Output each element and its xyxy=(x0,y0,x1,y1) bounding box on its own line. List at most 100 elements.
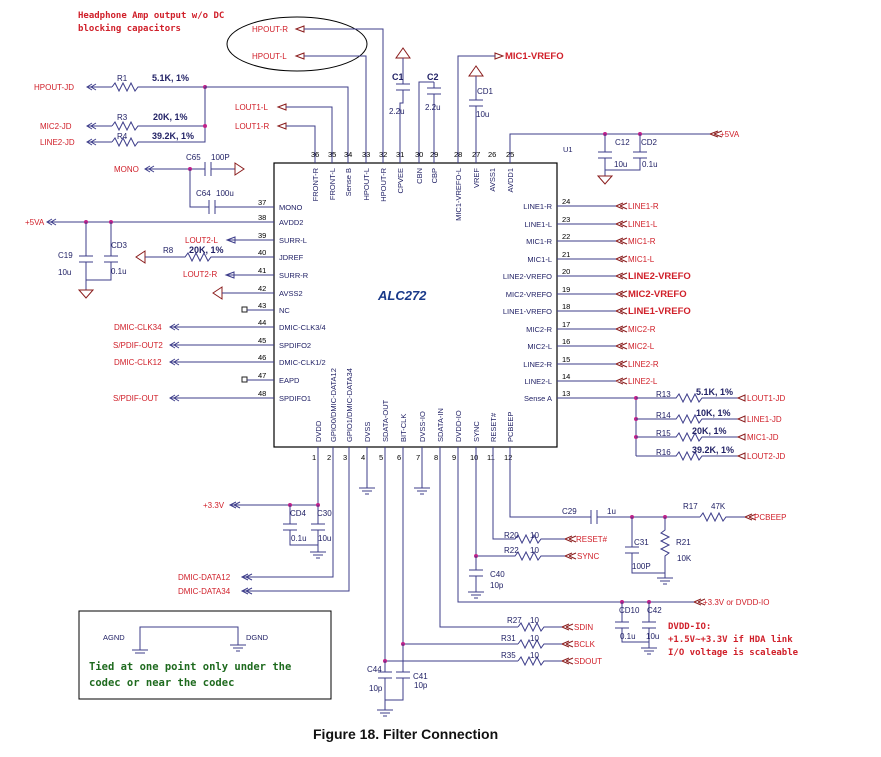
bottom-pin-number: 8 xyxy=(434,453,438,462)
right-pin-name: MIC1-R xyxy=(526,237,552,246)
line1-jd-label: LINE1-JD xyxy=(747,415,782,424)
cd10-cap xyxy=(615,602,649,643)
mic1-vrefo-wire xyxy=(457,55,495,163)
spdif-out-label: S/PDIF-OUT xyxy=(113,394,158,403)
bottom-pin-name: DVSS-IO xyxy=(418,411,427,442)
top-pin-name: HPOUT-L xyxy=(362,168,371,201)
right-pin-number: 22 xyxy=(562,232,570,241)
ground-tie-wire xyxy=(132,626,246,654)
bottom-pin-number: 6 xyxy=(397,453,401,462)
bclk-label: BCLK xyxy=(574,640,596,649)
dvdd-note-line1: DVDD-IO: xyxy=(668,622,711,632)
avdd1-vdd-label: +5VA xyxy=(720,130,740,139)
r22-resistor xyxy=(500,550,565,562)
bottom-pin-name: DVDD xyxy=(314,420,323,442)
right-pin-name: LINE1-L xyxy=(524,220,552,229)
dvdd-io-label: +3.3V or DVDD-IO xyxy=(703,598,769,607)
bottom-pin-name: GPIO1/DMIC-DATA34 xyxy=(345,368,354,442)
bottom-pin-number: 5 xyxy=(379,453,383,462)
left-pins: 37MONO38AVDD239SURR-L40JDREF41SURR-R42AV… xyxy=(258,198,326,403)
left-pin-name: AVSS2 xyxy=(279,289,303,298)
r22-ref: R22 xyxy=(504,546,519,555)
right-pin-name: LINE2-L xyxy=(524,377,552,386)
top-pin-name: FRONT-R xyxy=(311,167,320,201)
r15-value: 20K, 1% xyxy=(692,426,727,436)
bottom-pin-name: PCBEEP xyxy=(506,412,515,442)
r13-ref: R13 xyxy=(656,390,671,399)
bottom-pin-number: 3 xyxy=(343,453,347,462)
top-pin-name: HPOUT-R xyxy=(379,167,388,201)
sync-label: SYNC xyxy=(577,552,599,561)
right-net-label: LINE1-VREFO xyxy=(628,306,691,317)
right-net-arrow xyxy=(615,290,628,298)
right-pin-name: LINE2-VREFO xyxy=(503,272,552,281)
bottom-pin-name: DVDD-IO xyxy=(454,410,463,442)
right-net-label: LINE1-L xyxy=(628,220,658,229)
c31-value: 100P xyxy=(632,562,651,571)
right-pin-name: LINE1-VREFO xyxy=(503,307,552,316)
sense-b-wire xyxy=(205,86,349,163)
hpout-jd-wire xyxy=(86,83,112,91)
c42-value: 10u xyxy=(646,632,659,641)
right-pin-number: 24 xyxy=(562,197,570,206)
left-pin-number: 37 xyxy=(258,198,266,207)
lout1-l-label: LOUT1-L xyxy=(235,103,268,112)
bottom-pin-name: DVSS xyxy=(363,422,372,442)
cd1-wire xyxy=(469,76,483,163)
right-pin-name: Sense A xyxy=(524,394,552,403)
c65-ref: C65 xyxy=(186,153,201,162)
line2-jd-wire xyxy=(86,138,112,146)
vref-power-triangle xyxy=(468,65,484,77)
right-pin-number: 13 xyxy=(562,389,570,398)
c19-ref: C19 xyxy=(58,251,73,260)
bottom-pin-name: SYNC xyxy=(472,421,481,442)
left-pin-name: EAPD xyxy=(279,376,300,385)
right-net-label: LINE2-R xyxy=(628,360,659,369)
reset-wire xyxy=(492,447,565,545)
left-pin-number: 46 xyxy=(258,353,266,362)
left-pin-name: SPDIFO2 xyxy=(279,341,311,350)
r8-value: 20K, 1% xyxy=(189,245,224,255)
c12-wire xyxy=(598,134,612,176)
right-net-label: MIC2-L xyxy=(628,342,655,351)
r17-resistor xyxy=(699,511,745,523)
cd10-ref: CD10 xyxy=(619,606,640,615)
right-net-arrow xyxy=(615,237,628,245)
right-pin-name: MIC1-L xyxy=(527,255,552,264)
spdif-out2-label: S/PDIF-OUT2 xyxy=(113,341,163,350)
hpout-l-wire xyxy=(304,55,367,163)
r3-ref: R3 xyxy=(117,113,128,122)
right-pin-name: MIC2-VREFO xyxy=(506,290,552,299)
left-pin-name: SPDIFO1 xyxy=(279,394,311,403)
hpout-r-arrow xyxy=(294,25,305,33)
r4-resistor xyxy=(111,87,206,148)
figure-caption: Figure 18. Filter Connection xyxy=(313,726,498,742)
r20-value: 10 xyxy=(530,531,539,540)
left-pin-name: JDREF xyxy=(279,253,304,262)
left-pin-number: 45 xyxy=(258,336,266,345)
cd2-wire xyxy=(605,134,647,171)
c1-value: 2.2u xyxy=(389,107,405,116)
c44-ground xyxy=(377,709,393,717)
pcbeep-arrow xyxy=(744,513,757,521)
ground-note-line2: codec or near the codec xyxy=(89,677,234,689)
pcbeep-wire xyxy=(509,447,700,524)
sense-a-wire xyxy=(557,397,637,456)
avdd2-rail xyxy=(46,218,274,226)
c1-ref: C1 xyxy=(392,72,404,82)
right-net-arrow xyxy=(615,342,628,350)
bottom-pin-name: SDATA-OUT xyxy=(381,399,390,442)
lout1-r-label: LOUT1-R xyxy=(235,122,269,131)
mic1-vrefo-label: MIC1-VREFO xyxy=(505,51,564,62)
r14-ref: R14 xyxy=(656,411,671,420)
c41-value: 10p xyxy=(414,681,428,690)
right-pin-number: 17 xyxy=(562,320,570,329)
c64-cap xyxy=(189,169,274,214)
r13-resistor xyxy=(636,392,738,404)
right-net-arrow xyxy=(615,202,628,210)
c19-ground xyxy=(77,289,95,299)
lout2-r-label: LOUT2-R xyxy=(183,270,217,279)
top-pin-name: FRONT-L xyxy=(328,168,337,200)
dmic-data12-wire xyxy=(240,447,334,581)
